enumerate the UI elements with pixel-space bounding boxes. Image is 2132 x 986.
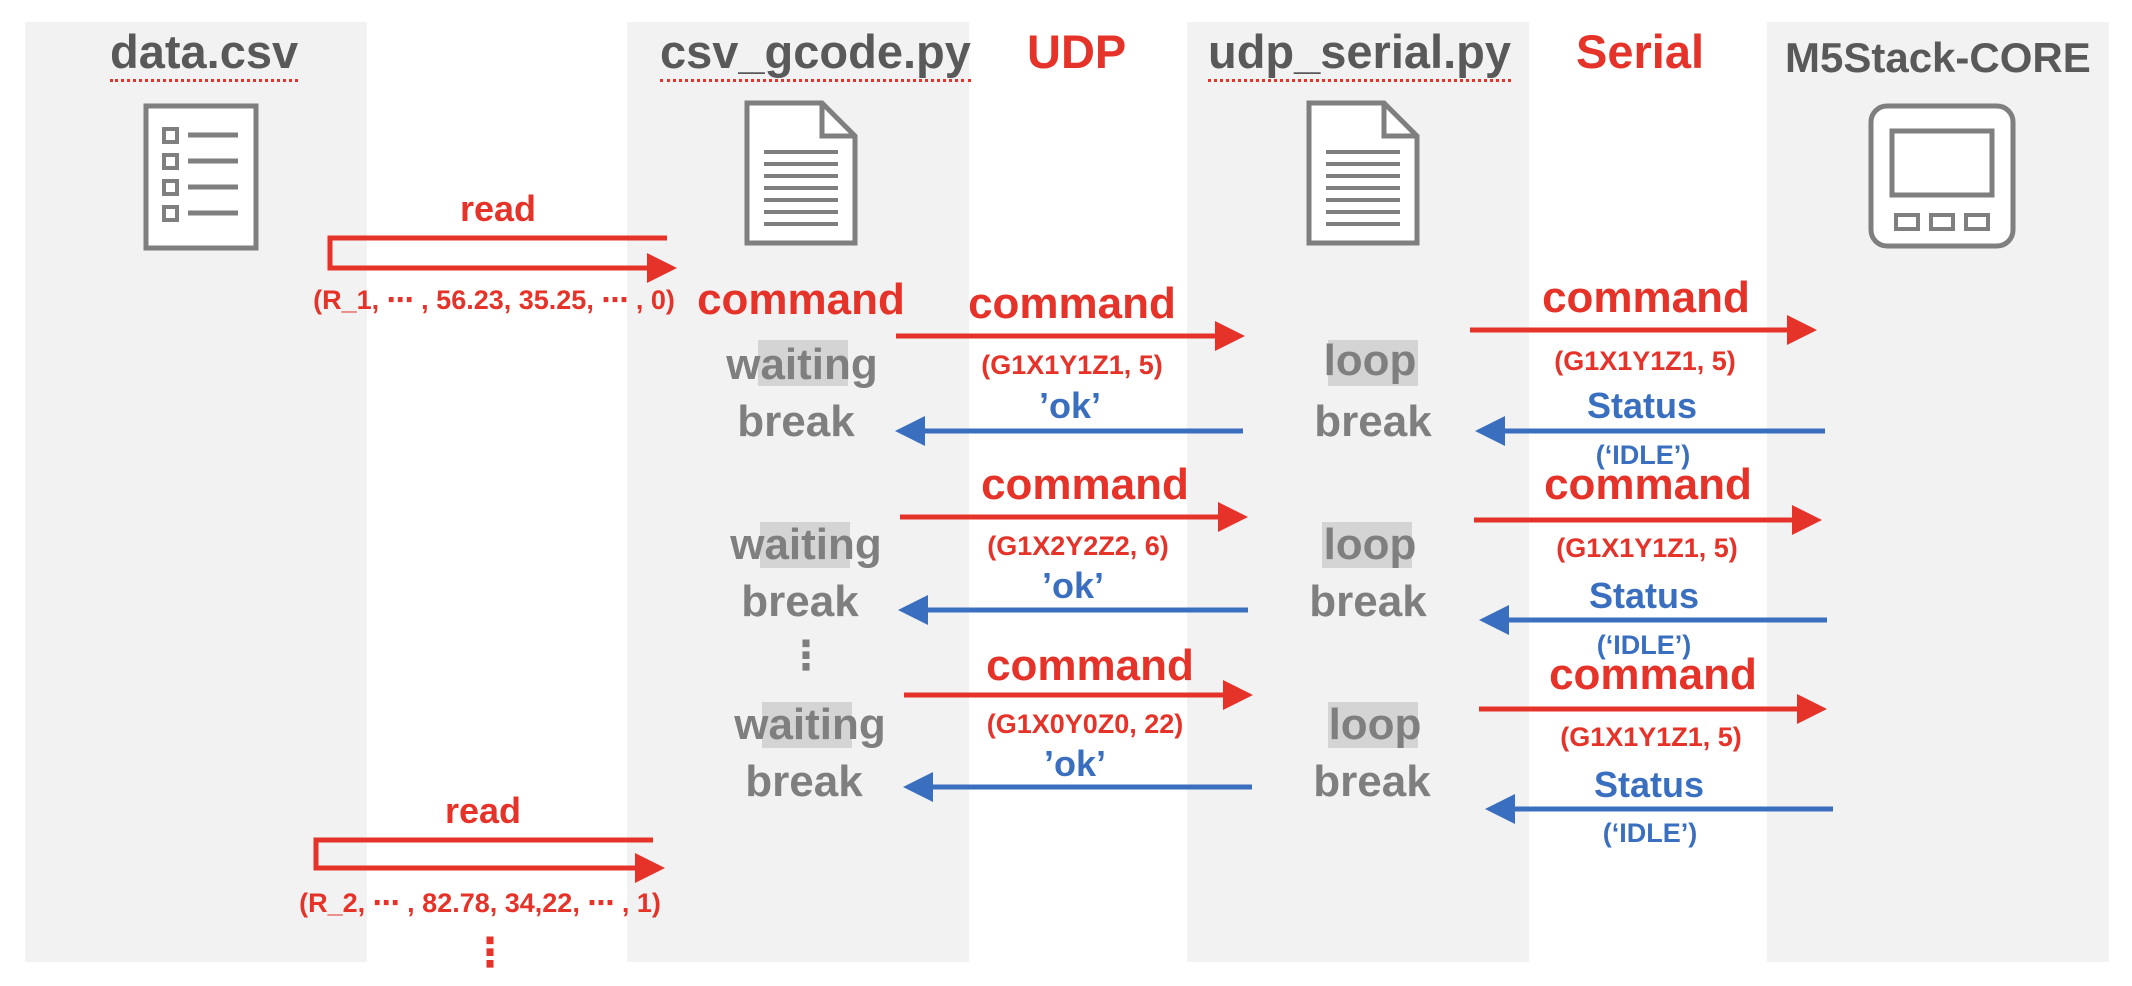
waiting-label: waiting: [730, 520, 882, 569]
break-label: break: [737, 397, 855, 446]
loop-label: loop: [1323, 336, 1417, 385]
udp-command-label: command: [968, 279, 1176, 328]
read-label: read: [444, 790, 522, 831]
break-label: break: [1314, 397, 1432, 446]
loop-label: loop: [1328, 700, 1422, 749]
break-label: break: [745, 757, 863, 806]
lane-title-udp: UDP: [1027, 25, 1127, 78]
status-value: (‘IDLE’): [1595, 440, 1691, 470]
csv-gcode-command-label: command: [697, 275, 905, 324]
lane-title-data-csv: data.csv: [110, 24, 299, 82]
serial-command-label: command: [1549, 650, 1757, 699]
waiting-label: waiting: [726, 340, 878, 389]
loop-highlight: [1322, 522, 1412, 568]
lane-title-m5stack: M5Stack-CORE: [1785, 34, 2091, 81]
serial-params: (G1X1Y1Z1, 5): [1554, 346, 1736, 376]
serial-command-label: command: [1542, 273, 1750, 322]
loop-label: loop: [1323, 520, 1417, 569]
udp-params: (G1X1Y1Z1, 5): [981, 350, 1163, 380]
loop-highlight: [1328, 702, 1418, 748]
lane-title-serial: Serial: [1576, 25, 1705, 78]
status-value: (‘IDLE’): [1596, 630, 1692, 660]
lane-title-udp-serial: udp_serial.py: [1208, 24, 1511, 82]
read-arrow: [313, 837, 665, 883]
break-label: break: [741, 577, 859, 626]
udp-ok-label: ’ok’: [1043, 743, 1107, 784]
udp-ok-label: ’ok’: [1041, 565, 1105, 606]
lane-title-csv-gcode: csv_gcode.py: [660, 24, 971, 82]
status-label: Status: [1588, 575, 1700, 616]
waiting-label: waiting: [734, 700, 886, 749]
read-arrow: [327, 235, 677, 283]
status-label: Status: [1586, 385, 1698, 426]
read-values: (R_1, ⋯ , 56.23, 35.25, ⋯ , 0): [313, 285, 675, 315]
udp-command-label: command: [981, 460, 1189, 509]
udp-params: (G1X2Y2Z2, 6): [987, 531, 1169, 561]
read-label: read: [459, 188, 537, 229]
waiting-highlight: [758, 340, 848, 386]
document-icon: [744, 100, 858, 246]
break-label: break: [1313, 757, 1431, 806]
break-label: break: [1309, 577, 1427, 626]
waiting-highlight: [760, 522, 850, 568]
status-value: (‘IDLE’): [1602, 818, 1698, 848]
waiting-highlight: [762, 702, 852, 748]
serial-params: (G1X1Y1Z1, 5): [1560, 722, 1742, 752]
ellipsis-mid: ⋮: [786, 634, 826, 678]
status-label: Status: [1593, 764, 1705, 805]
read-values: (R_2, ⋯ , 82.78, 34,22, ⋯ , 1): [299, 888, 661, 918]
document-icon: [1306, 100, 1420, 246]
serial-command-label: command: [1544, 460, 1752, 509]
loop-highlight: [1328, 340, 1418, 386]
checklist-icon: [143, 103, 259, 251]
device-screen-icon: [1868, 103, 2016, 249]
udp-ok-label: ’ok’: [1038, 385, 1102, 426]
udp-params: (G1X0Y0Z0, 22): [986, 709, 1184, 739]
ellipsis-bottom: ⋮: [470, 931, 510, 975]
serial-params: (G1X1Y1Z1, 5): [1556, 533, 1738, 563]
udp-command-label: command: [986, 641, 1194, 690]
